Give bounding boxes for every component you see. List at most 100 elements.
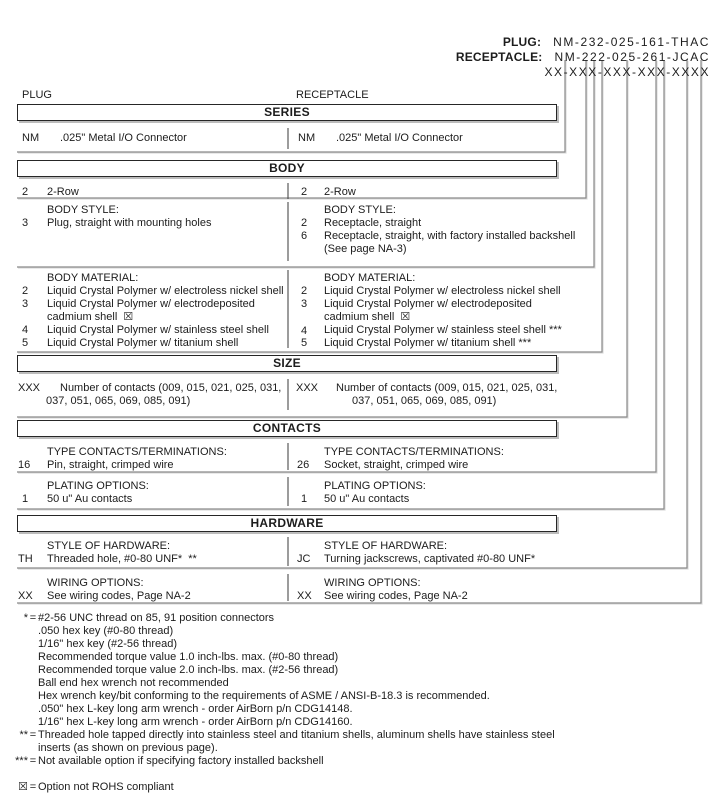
plug-code: 2 bbox=[22, 285, 29, 297]
contacts-type-label-receptacle: TYPE CONTACTS/TERMINATIONS: bbox=[324, 446, 504, 458]
plug-desc: cadmium shell ☒ bbox=[47, 311, 134, 323]
contacts-type-label-plug: TYPE CONTACTS/TERMINATIONS: bbox=[47, 446, 227, 458]
plug-desc: Pin, straight, crimped wire bbox=[47, 459, 174, 471]
plug-desc: 50 u" Au contacts bbox=[47, 493, 133, 505]
receptacle-desc: Liquid Crystal Polymer w/ electroless ni… bbox=[324, 285, 561, 297]
footnote-line-rohs: ☒=Option not ROHS compliant bbox=[8, 781, 174, 794]
wiring-label-receptacle: WIRING OPTIONS: bbox=[324, 577, 421, 589]
rohs-checkbox-icon: ☒ bbox=[18, 781, 28, 793]
footnote-text: Recommended torque value 2.0 inch-lbs. m… bbox=[38, 664, 339, 676]
plug-desc: See wiring codes, Page NA-2 bbox=[47, 590, 191, 602]
receptacle-desc: cadmium shell ☒ bbox=[324, 311, 411, 323]
plug-desc: .025" Metal I/O Connector bbox=[60, 132, 187, 144]
receptacle-desc: 50 u" Au contacts bbox=[324, 493, 410, 505]
footnote-text: .050" hex L-key long arm wrench - order … bbox=[38, 703, 353, 715]
section-header-body: BODY bbox=[17, 160, 557, 177]
footnote-text: Recommended torque value 1.0 inch-lbs. m… bbox=[38, 651, 339, 663]
plug-desc: Liquid Crystal Polymer w/ titanium shell bbox=[47, 337, 239, 349]
plug-code: 3 bbox=[22, 217, 29, 229]
hardware-style-label-receptacle: STYLE OF HARDWARE: bbox=[324, 540, 448, 552]
receptacle-desc: 2-Row bbox=[324, 186, 356, 198]
plug-desc: 037, 051, 065, 069, 085, 091) bbox=[46, 395, 191, 407]
hardware-style-label-plug: STYLE OF HARDWARE: bbox=[47, 540, 171, 552]
generic-part-number-value: XX-XXX-XXX-XXX-XXXX bbox=[544, 65, 710, 79]
footnote-equals: = bbox=[29, 612, 37, 624]
footnote-line: *=#2-56 UNC thread on 85, 91 position co… bbox=[8, 612, 274, 625]
section-header-series: SERIES bbox=[17, 104, 557, 121]
connector-line-contacts-type bbox=[17, 60, 657, 473]
footnote-text: Not available option if specifying facto… bbox=[38, 755, 324, 767]
footnote-line: Recommended torque value 1.0 inch-lbs. m… bbox=[8, 651, 338, 664]
body-style-label-plug: BODY STYLE: bbox=[47, 204, 119, 216]
plug-code: 16 bbox=[18, 459, 31, 471]
plug-code: TH bbox=[18, 553, 33, 565]
plug-code: NM bbox=[22, 132, 40, 144]
receptacle-desc: Receptacle, straight, with factory insta… bbox=[324, 230, 576, 242]
receptacle-desc: Receptacle, straight bbox=[324, 217, 422, 229]
receptacle-column-label: RECEPTACLE bbox=[296, 89, 369, 101]
footnote-text: .050 hex key (#0-80 thread) bbox=[38, 625, 174, 637]
receptacle-code: XX bbox=[297, 590, 312, 602]
receptacle-desc: .025" Metal I/O Connector bbox=[336, 132, 463, 144]
receptacle-desc: Number of contacts (009, 015, 021, 025, … bbox=[336, 382, 558, 394]
footnote-text: Threaded hole tapped directly into stain… bbox=[38, 729, 555, 741]
receptacle-part-number-row: RECEPTACLE:NM-222-025-261-JCAC bbox=[438, 30, 710, 84]
receptacle-code: 2 bbox=[301, 186, 308, 198]
footnote-marker: * bbox=[23, 612, 28, 624]
receptacle-desc: 037, 051, 065, 069, 085, 091) bbox=[352, 395, 497, 407]
footnote-text: inserts (as shown on previous page). bbox=[38, 742, 218, 754]
footnote-line: .050" hex L-key long arm wrench - order … bbox=[8, 703, 353, 716]
footnote-marker: ** bbox=[19, 729, 28, 741]
receptacle-desc: Turning jackscrews, captivated #0-80 UNF… bbox=[324, 553, 536, 565]
receptacle-desc: Liquid Crystal Polymer w/ electrodeposit… bbox=[324, 298, 532, 310]
footnote-text: Option not ROHS compliant bbox=[38, 781, 174, 793]
generic-part-number-row: XX-XXX-XXX-XXX-XXXX bbox=[527, 45, 710, 99]
plug-code: 3 bbox=[22, 298, 29, 310]
receptacle-part-number-value: NM-222-025-261-JCAC bbox=[554, 50, 710, 64]
footnote-line: 1/16" hex key (#2-56 thread) bbox=[8, 638, 177, 651]
receptacle-code: NM bbox=[298, 132, 316, 144]
plating-label-receptacle: PLATING OPTIONS: bbox=[324, 480, 426, 492]
plug-part-number-value: NM-232-025-161-THAC bbox=[553, 35, 710, 49]
plug-desc: Liquid Crystal Polymer w/ stainless stee… bbox=[47, 324, 269, 336]
receptacle-code: 5 bbox=[301, 337, 308, 349]
footnote-text: 1/16" hex key (#2-56 thread) bbox=[38, 638, 178, 650]
plug-part-number-row: PLUG:NM-232-025-161-THAC bbox=[485, 15, 710, 69]
receptacle-code: 2 bbox=[301, 217, 308, 229]
footnote-text: Hex wrench key/bit conforming to the req… bbox=[38, 690, 490, 702]
receptacle-code: 4 bbox=[301, 325, 308, 337]
footnote-line: Recommended torque value 2.0 inch-lbs. m… bbox=[8, 664, 338, 677]
receptacle-desc: Socket, straight, crimped wire bbox=[324, 459, 469, 471]
section-header-contacts: CONTACTS bbox=[17, 420, 557, 437]
receptacle-code: 3 bbox=[301, 298, 308, 310]
footnote-line: ***=Not available option if specifying f… bbox=[8, 755, 324, 768]
footnote-line: Ball end hex wrench not recommended bbox=[8, 677, 229, 690]
plug-code: 2 bbox=[22, 186, 29, 198]
receptacle-desc: See wiring codes, Page NA-2 bbox=[324, 590, 468, 602]
body-material-label-receptacle: BODY MATERIAL: bbox=[324, 272, 416, 284]
footnote-marker: *** bbox=[15, 755, 28, 767]
footnote-text: 1/16" hex L-key long arm wrench - order … bbox=[38, 716, 353, 728]
footnote-text: #2-56 UNC thread on 85, 91 position conn… bbox=[38, 612, 275, 624]
plug-code: XXX bbox=[18, 382, 41, 394]
footnote-line: .050 hex key (#0-80 thread) bbox=[8, 625, 173, 638]
receptacle-code: 6 bbox=[301, 230, 308, 242]
plug-desc: Plug, straight with mounting holes bbox=[47, 217, 212, 229]
plug-column-label: PLUG bbox=[22, 89, 52, 101]
receptacle-code: JC bbox=[297, 553, 311, 565]
plug-desc: Liquid Crystal Polymer w/ electroless ni… bbox=[47, 285, 284, 297]
receptacle-desc: (See page NA-3) bbox=[324, 243, 407, 255]
footnote-line: inserts (as shown on previous page). bbox=[8, 742, 218, 755]
plating-label-plug: PLATING OPTIONS: bbox=[47, 480, 149, 492]
footnote-line: Hex wrench key/bit conforming to the req… bbox=[8, 690, 490, 703]
receptacle-desc: Liquid Crystal Polymer w/ titanium shell… bbox=[324, 337, 532, 349]
footnote-line: 1/16" hex L-key long arm wrench - order … bbox=[8, 716, 353, 729]
footnote-line: **=Threaded hole tapped directly into st… bbox=[8, 729, 555, 742]
section-header-hardware: HARDWARE bbox=[17, 515, 557, 532]
plug-desc: Number of contacts (009, 015, 021, 025, … bbox=[60, 382, 282, 394]
footnote-equals: = bbox=[29, 781, 37, 793]
plug-desc: Liquid Crystal Polymer w/ electrodeposit… bbox=[47, 298, 255, 310]
receptacle-code: 26 bbox=[297, 459, 310, 471]
body-material-label-plug: BODY MATERIAL: bbox=[47, 272, 139, 284]
